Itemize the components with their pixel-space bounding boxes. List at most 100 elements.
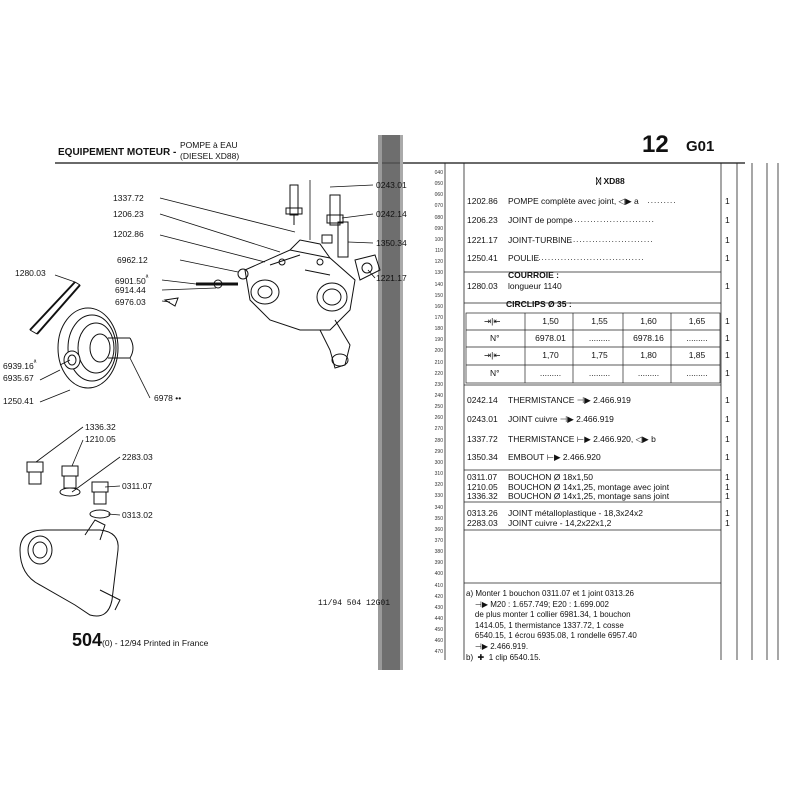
part-desc: POMPE complète avec joint, ◁▶ a — [508, 196, 639, 206]
footnote-line: ⊣▶ M20 : 1.657.749; E20 : 1.699.002 — [466, 599, 609, 609]
circlip-number-symbol: N° — [490, 368, 500, 378]
line-number: 210 — [434, 359, 443, 366]
page-code: G01 — [686, 138, 715, 155]
footer-catalog: 504(0) - 12/94 Printed in France — [72, 630, 208, 651]
pulley-drawing — [57, 307, 134, 389]
line-number: 330 — [434, 493, 443, 500]
line-number: 240 — [434, 393, 443, 399]
footnote-line: 1414.05, 1 thermistance 1337.72, 1 cosse — [466, 620, 624, 630]
part-desc: BOUCHON Ø 14x1,25, montage sans joint — [508, 491, 670, 501]
circlip-cell: ......... — [588, 333, 611, 343]
label-1202-86: 1202.86 — [113, 229, 144, 239]
part-ref: 1221.17 — [467, 235, 498, 245]
part-ref: 1210.05 — [467, 482, 498, 492]
label-1206-23: 1206.23 — [113, 209, 144, 219]
part-qty: 1 — [725, 452, 730, 462]
label-1221-17: 1221.17 — [376, 273, 407, 283]
label-1280-03: 1280.03 — [15, 268, 46, 278]
line-number: 390 — [434, 560, 443, 567]
line-number: 290 — [434, 448, 443, 455]
bolt-drawing — [163, 268, 249, 307]
circlip-cell: ......... — [686, 368, 708, 378]
label-1350-34: 1350.34 — [376, 238, 407, 248]
line-number: 140 — [434, 281, 443, 288]
circlip-cell: 6978.16 — [633, 333, 664, 343]
water-pump-diagram — [19, 180, 381, 617]
water-outlet-drawing — [19, 519, 121, 617]
line-number: 260 — [434, 415, 443, 422]
engine-icon: ᛞ — [596, 176, 602, 186]
line-number: 310 — [434, 471, 443, 478]
part-qty: 1 — [725, 434, 730, 444]
line-number: 060 — [434, 192, 443, 199]
catalog-printed: (0) - 12/94 Printed in France — [102, 638, 209, 648]
part-ref: 1206.23 — [467, 215, 498, 225]
circlip-qty: 1 — [725, 350, 730, 360]
courroie-desc: longueur 1140 — [508, 281, 562, 291]
line-number: 160 — [434, 303, 443, 310]
circlip-cell: 6978.01 — [535, 333, 566, 343]
label-6939-16: 6939.16ª — [3, 359, 37, 371]
courroie-ref: 1280.03 — [467, 281, 498, 291]
line-number: 270 — [434, 426, 443, 433]
line-number: 340 — [434, 504, 443, 511]
part-qty: 1 — [725, 472, 730, 482]
spine-edge-right — [400, 135, 403, 670]
circlip-cell: 1,60 — [640, 316, 657, 326]
circlip-cell: 1,50 — [542, 316, 559, 326]
footnote-line: b) ✚ 1 clip 6540.15. — [466, 652, 541, 662]
line-number: 080 — [434, 214, 443, 221]
circlip-cell: ......... — [539, 368, 562, 378]
part-ref: 0242.14 — [467, 395, 498, 405]
line-number: 400 — [434, 571, 443, 578]
line-number: 040 — [434, 170, 443, 176]
circlip-cell: ......... — [588, 368, 611, 378]
part-qty: 1 — [725, 508, 730, 518]
circlip-cell: 1,65 — [688, 316, 706, 326]
part-qty: 1 — [725, 215, 730, 225]
part-qty: 1 — [725, 491, 730, 501]
line-number: 410 — [434, 582, 443, 589]
circlip-qty: 1 — [725, 316, 730, 326]
line-number: 190 — [434, 337, 443, 344]
part-qty: 1 — [725, 196, 730, 206]
part-desc: JOINT-TURBINE — [508, 235, 573, 245]
label-0243-01: 0243.01 — [376, 180, 407, 190]
part-ref: 0313.26 — [467, 508, 498, 518]
label-6914-44: 6914.44 — [115, 285, 146, 295]
line-number: 230 — [434, 381, 443, 388]
part-desc: EMBOUT ⊢▶ 2.466.920 — [508, 452, 601, 462]
label-1337-72: 1337.72 — [113, 193, 144, 203]
part-desc: JOINT cuivre - 14,2x22x1,2 — [508, 518, 612, 528]
part-desc: THERMISTANCE ⊢▶ 2.466.920, ◁▶ b — [508, 434, 656, 444]
catalog-number: 504 — [72, 630, 103, 650]
line-number: 110 — [435, 248, 443, 255]
circlip-cell: 1,70 — [542, 350, 559, 360]
label-6962-12: 6962.12 — [117, 255, 148, 265]
label-1336-32: 1336.32 — [85, 422, 116, 432]
line-number: 440 — [434, 616, 443, 622]
label-6978: 6978 •• — [154, 393, 182, 403]
line-number: 070 — [434, 203, 443, 210]
label-0313-02: 0313.02 — [122, 510, 153, 520]
circlip-cell: 1,75 — [591, 350, 608, 360]
circlip-number-symbol: N° — [490, 333, 500, 343]
line-number: 100 — [434, 236, 443, 243]
circlip-cell: ......... — [686, 333, 708, 343]
label-1250-41: 1250.41 — [3, 396, 34, 406]
line-number: 050 — [434, 181, 443, 188]
part-desc: BOUCHON Ø 18x1,50 — [508, 472, 594, 482]
part-qty: 1 — [725, 482, 730, 492]
part-desc: JOINT métalloplastique - 18,3x24x2 — [508, 508, 643, 518]
part-qty: 1 — [725, 235, 730, 245]
line-number: 120 — [434, 259, 443, 266]
book-spine — [382, 135, 400, 670]
part-ref: 1250.41 — [467, 253, 498, 263]
part-desc: POULIE — [508, 253, 540, 263]
leader-dots: .......................... — [571, 215, 655, 224]
line-number: 430 — [434, 604, 443, 611]
part-ref: 2283.03 — [467, 518, 498, 528]
circlips-title: CIRCLIPS Ø 35 : — [506, 299, 572, 309]
leader-dots: .................................. — [535, 253, 645, 262]
pump-body-drawing — [244, 239, 356, 369]
